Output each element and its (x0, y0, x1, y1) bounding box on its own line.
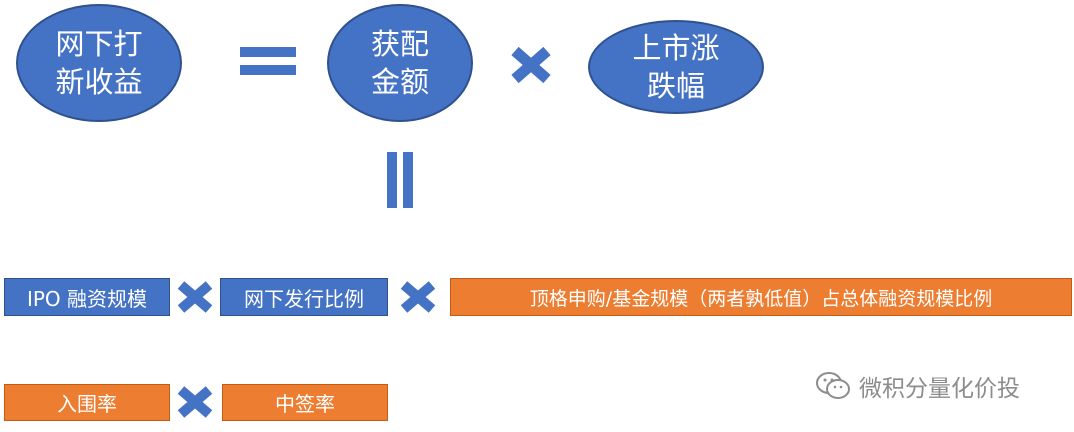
ellipse-price-change: 上市涨 跌幅 (588, 20, 764, 114)
vertical-equals-icon (387, 152, 413, 208)
multiply-icon (511, 46, 551, 84)
win-rate-label: 入围率 (57, 392, 117, 416)
wechat-icon (816, 372, 850, 399)
ipo-scale-box: IPO 融资规模 (4, 278, 170, 316)
subscription-share-box: 顶格申购/基金规模（两者孰低值）占总体融资规模比例 (450, 278, 1072, 316)
win-rate-box: 入围率 (4, 384, 170, 421)
offline-ratio-box: 网下发行比例 (220, 278, 388, 316)
lottery-rate-box: 中签率 (222, 384, 388, 421)
allocation-line1: 获配 (370, 27, 429, 61)
equals-icon (240, 47, 296, 75)
ipo-scale-label: IPO 融资规模 (26, 286, 148, 311)
result-line1: 网下打 (55, 27, 143, 61)
offline-ratio-label: 网下发行比例 (244, 286, 364, 311)
ellipse-result: 网下打 新收益 (16, 4, 182, 122)
watermark: 微积分量化价投 (815, 368, 1020, 404)
multiply-icon (400, 281, 436, 313)
subscription-share-label: 顶格申购/基金规模（两者孰低值）占总体融资规模比例 (529, 287, 993, 310)
result-line2: 新收益 (55, 65, 143, 99)
watermark-text: 微积分量化价投 (859, 376, 1020, 402)
allocation-line2: 金额 (370, 65, 429, 99)
ellipse-allocation: 获配 金额 (327, 4, 473, 122)
multiply-icon (177, 281, 213, 313)
multiply-icon (177, 386, 213, 418)
lottery-rate-label: 中签率 (275, 392, 335, 416)
price-change-line1: 上市涨 (632, 31, 720, 65)
price-change-line2: 跌幅 (646, 69, 705, 103)
